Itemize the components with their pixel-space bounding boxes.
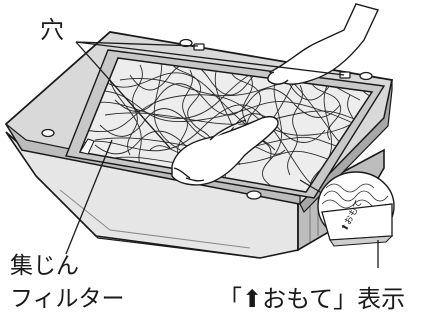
- sticker-callout: ⬆おもて: [299, 171, 395, 268]
- screw-hole-icon: [179, 38, 193, 48]
- screw-hole-icon: [246, 190, 262, 200]
- front-display-label: 「⬆おもて」表示: [218, 285, 406, 313]
- hole-slot: [193, 43, 205, 51]
- hand-illustration: [267, 3, 379, 85]
- filter-label-line1: 集じん: [10, 253, 79, 279]
- filter-mesh: [78, 57, 374, 193]
- screw-hole-icon: [359, 71, 373, 81]
- hand-illustration: [171, 116, 279, 186]
- screw-hole-icon: [41, 128, 55, 138]
- filter-leader-line: [65, 139, 113, 255]
- filter-label-line2: フィルター: [10, 286, 125, 312]
- hole-label: 穴: [40, 16, 64, 44]
- hole-leader-lines: [75, 41, 345, 149]
